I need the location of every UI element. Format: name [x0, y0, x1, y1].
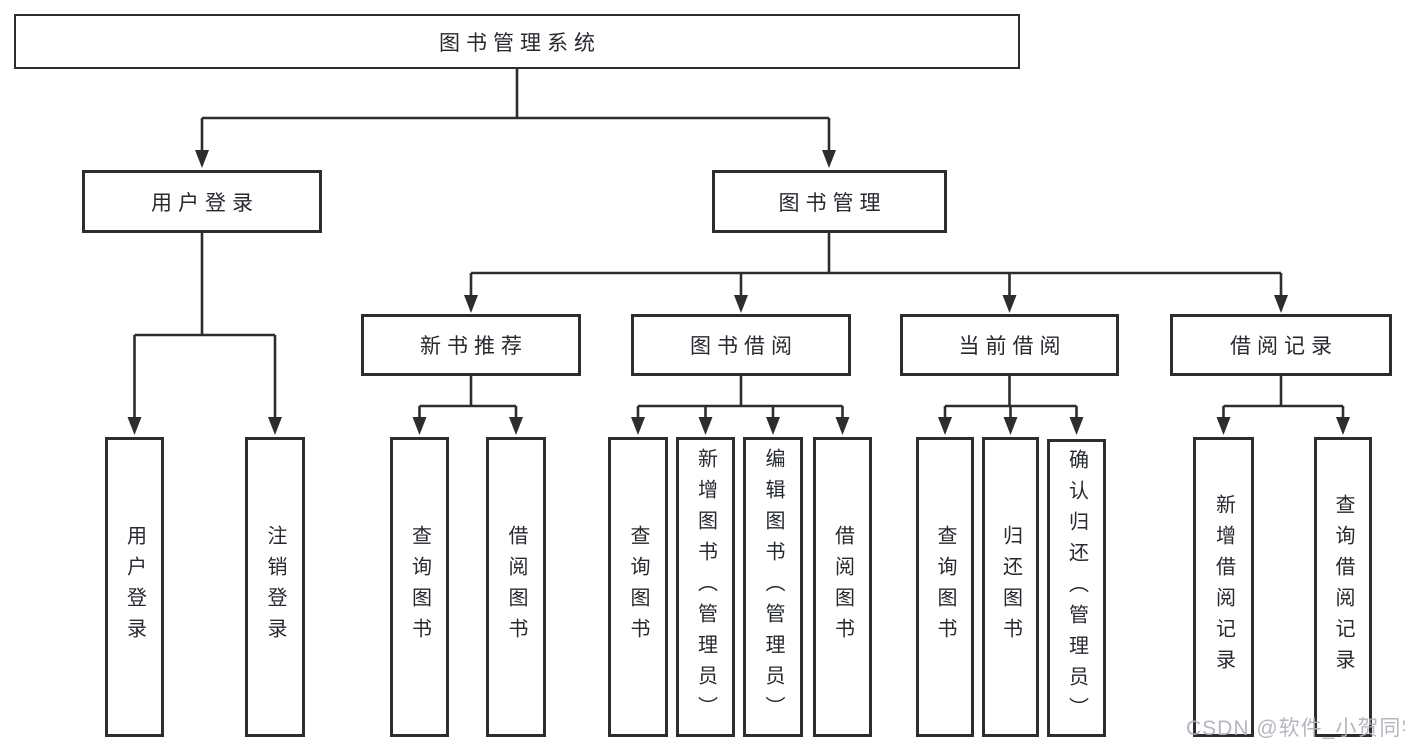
- leaf-label: 查询借阅记录: [1332, 494, 1354, 680]
- leaf-records-query-record: 查询借阅记录: [1314, 437, 1372, 737]
- leaf-label: 查询图书: [934, 525, 956, 649]
- leaf-newbook-borrow-books: 借阅图书: [486, 437, 546, 737]
- node-new-book-recommend: 新书推荐: [361, 314, 581, 376]
- leaf-label: 确认归还（管理员）: [1065, 448, 1088, 728]
- leaf-records-add-record: 新增借阅记录: [1193, 437, 1254, 737]
- node-label: 借阅记录: [1230, 335, 1338, 358]
- arrowheads: [127, 150, 1350, 435]
- node-label: 图书管理系统: [439, 31, 601, 55]
- node-label: 当前借阅: [958, 335, 1067, 358]
- leaf-borrowing-borrow-books: 借阅图书: [813, 437, 872, 737]
- leaf-current-query-books: 查询图书: [916, 437, 974, 737]
- leaf-newbook-query-books: 查询图书: [390, 437, 449, 737]
- leaf-borrowing-add-books-admin: 新增图书（管理员）: [676, 437, 735, 737]
- leaf-label: 归还图书: [999, 525, 1022, 649]
- node-label: 新书推荐: [420, 335, 528, 358]
- leaf-label: 注销登录: [264, 525, 286, 649]
- leaf-current-return-books: 归还图书: [982, 437, 1039, 737]
- node-book-management: 图书管理: [712, 170, 947, 233]
- node-book-borrowing: 图书借阅: [631, 314, 851, 376]
- node-current-borrowing: 当前借阅: [900, 314, 1119, 376]
- watermark: CSDN @软件_小贺同学: [1186, 717, 1405, 740]
- leaf-label: 新增借阅记录: [1212, 494, 1235, 680]
- connector-paths: [133, 69, 1345, 420]
- node-library-management-system: 图书管理系统: [14, 14, 1020, 69]
- leaf-user-login: 用户登录: [105, 437, 164, 737]
- leaf-logout: 注销登录: [245, 437, 305, 737]
- node-label: 图书管理: [778, 191, 887, 215]
- node-label: 用户登录: [151, 191, 259, 215]
- leaf-label: 新增图书（管理员）: [694, 447, 717, 727]
- leaf-label: 查询图书: [408, 525, 431, 649]
- node-label: 图书借阅: [690, 335, 798, 358]
- node-borrow-records: 借阅记录: [1170, 314, 1392, 376]
- node-user-login: 用户登录: [82, 170, 322, 233]
- leaf-borrowing-query-books: 查询图书: [608, 437, 668, 737]
- leaf-label: 查询图书: [627, 525, 649, 649]
- leaf-label: 借阅图书: [505, 525, 527, 649]
- leaf-label: 用户登录: [123, 525, 146, 649]
- leaf-current-confirm-return-admin: 确认归还（管理员）: [1047, 439, 1106, 737]
- leaf-label: 编辑图书（管理员）: [762, 447, 784, 727]
- leaf-label: 借阅图书: [831, 525, 854, 649]
- leaf-borrowing-edit-books-admin: 编辑图书（管理员）: [743, 437, 803, 737]
